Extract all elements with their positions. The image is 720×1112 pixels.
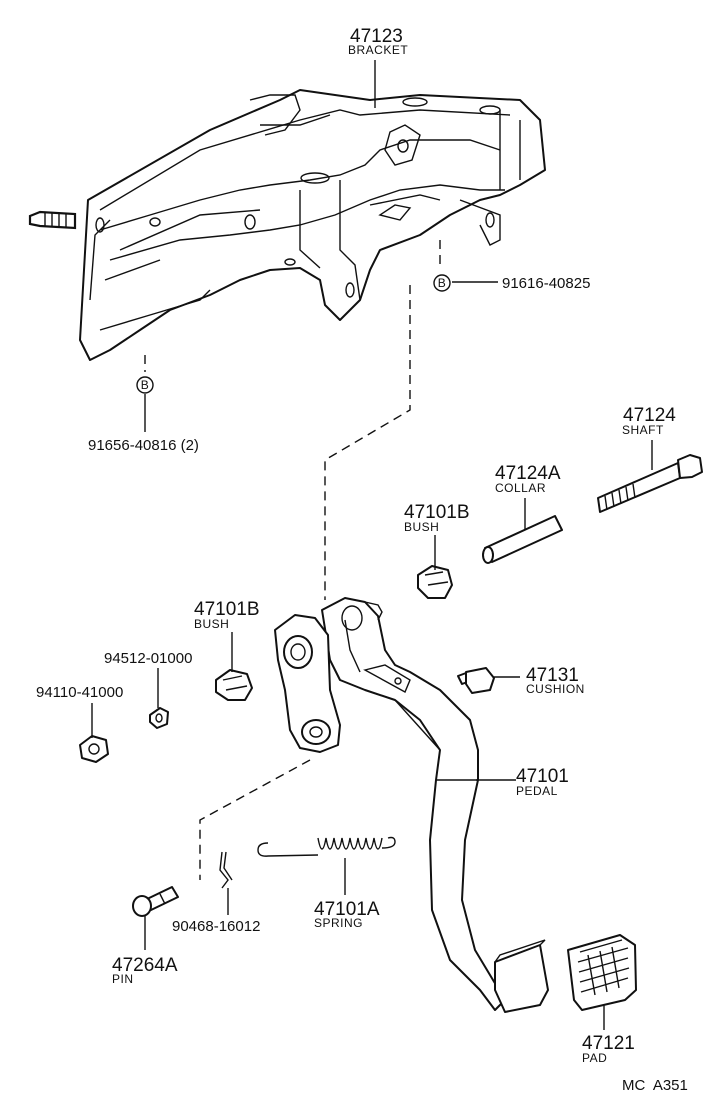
pad-label: PAD (582, 1051, 607, 1065)
pedal-label: PEDAL (516, 784, 558, 798)
bush-right-number: 47101B (404, 502, 470, 523)
nut-part (79, 735, 109, 763)
pad-number: 47121 (582, 1033, 635, 1054)
pedal-part (321, 597, 549, 1013)
shaft-number: 47124 (623, 405, 676, 426)
collar-part (482, 515, 563, 564)
nut-code: 94110-41000 (36, 684, 123, 701)
bolt-b-right-code: 91616-40825 (502, 275, 590, 292)
diagram-code: MC A351 (622, 1077, 688, 1094)
spring-part (257, 836, 396, 857)
bracket-number: 47123 (350, 26, 403, 47)
bolt-b-left-code: 91656-40816 (2) (88, 437, 199, 454)
bolt-b-left-marker-text: B (141, 378, 150, 392)
collar-number: 47124A (495, 463, 561, 484)
pin-guide (199, 759, 311, 880)
clip-part (219, 851, 233, 889)
cushion-part (457, 667, 495, 694)
bush-left-label: BUSH (194, 617, 229, 631)
bush-right-part (417, 565, 453, 599)
pad-part (567, 934, 637, 1011)
clip-code: 90468-16012 (172, 918, 260, 935)
cushion-number: 47131 (526, 665, 579, 686)
pin-part (132, 886, 179, 917)
pin-number: 47264A (112, 955, 178, 976)
pedal-pivot-guide (324, 285, 411, 600)
cushion-label: CUSHION (526, 682, 585, 696)
shaft-label: SHAFT (622, 423, 664, 437)
spring-label: SPRING (314, 916, 363, 930)
pedal-number: 47101 (516, 766, 569, 787)
link-arm-part (274, 614, 341, 753)
bracket-part (28, 89, 546, 361)
bolt-b-right-marker-text: B (438, 276, 447, 290)
washer-part (149, 707, 169, 729)
bolt-b-left-marker: B (136, 376, 154, 394)
washer-code: 94512-01000 (104, 650, 192, 667)
bracket-label: BRACKET (348, 43, 408, 57)
bolt-b-right-marker: B (433, 274, 451, 292)
collar-label: COLLAR (495, 481, 546, 495)
spring-number: 47101A (314, 899, 380, 920)
pin-label: PIN (112, 972, 134, 986)
bush-right-label: BUSH (404, 520, 439, 534)
bush-left-number: 47101B (194, 599, 260, 620)
shaft-part (597, 454, 703, 513)
bush-left-part (215, 669, 253, 701)
